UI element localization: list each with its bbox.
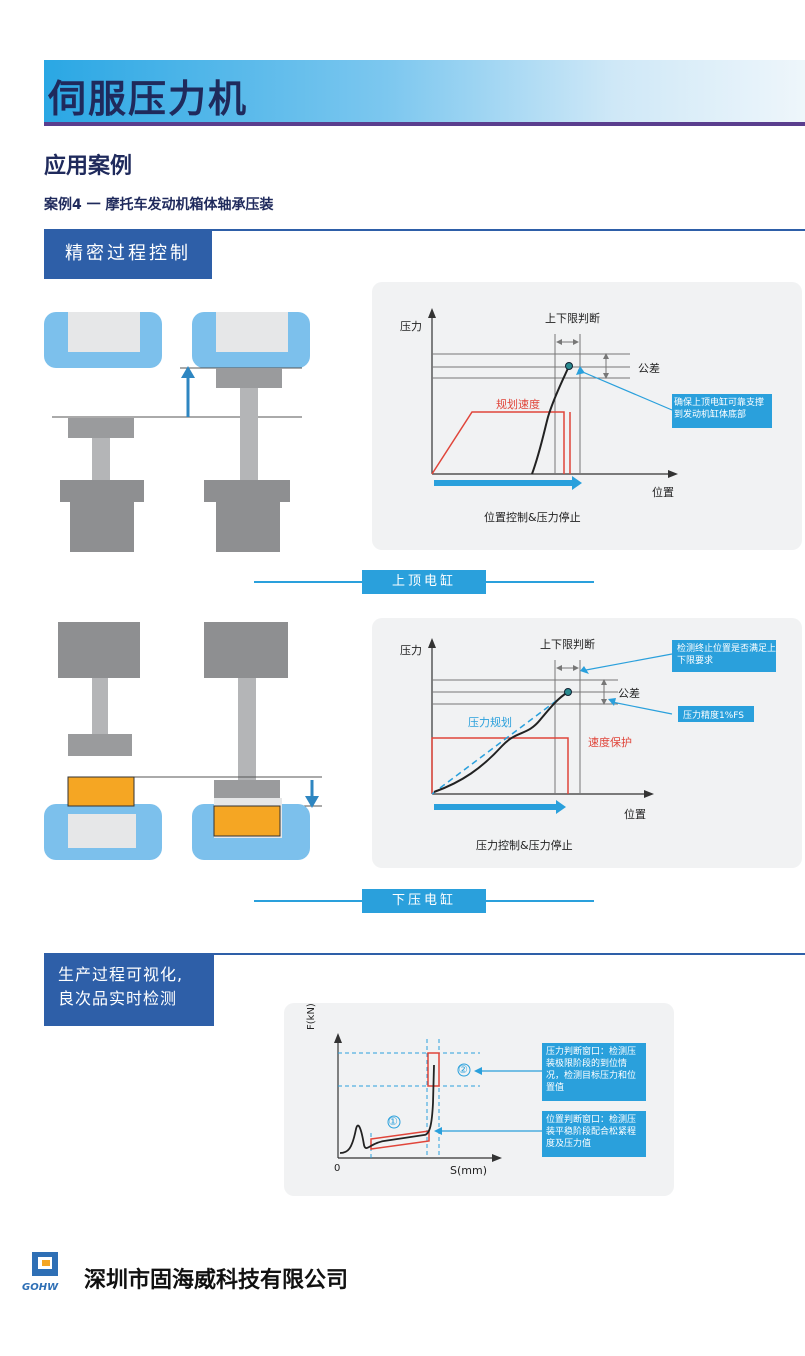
chart2-ylabel: 压力: [400, 644, 422, 657]
chart1-curve-label: 规划速度: [496, 398, 540, 411]
illustration-top-cylinder: [44, 312, 310, 552]
chart1-judge-label: 上下限判断: [545, 312, 600, 325]
section2-rule: [44, 953, 805, 955]
chart2-xlabel: 位置: [624, 808, 646, 821]
chart2-speed-label: 速度保护: [588, 736, 632, 749]
divider2-label: 下压电缸: [362, 889, 486, 913]
company-name: 深圳市固海威科技有限公司: [84, 1267, 349, 1293]
chart2-tolerance-label: 公差: [618, 687, 640, 700]
case-title: 案例4 一 摩托车发动机箱体轴承压装: [44, 197, 274, 213]
chart2-callout-mid: 压力精度1%FS: [683, 711, 745, 721]
page-title: 伺服压力机: [48, 77, 249, 121]
chart1-caption: 位置控制&压力停止: [484, 511, 581, 524]
chart1-ylabel: 压力: [400, 320, 422, 333]
chart1: [428, 308, 772, 490]
chart3-callout-bottom: 位置判断窗口：检测压装平稳阶段配合松紧程度及压力值: [546, 1115, 637, 1149]
illustration-press-cylinder: [44, 622, 322, 860]
chart3-marker2: ②: [458, 1063, 468, 1076]
chart2-judge-label: 上下限判断: [540, 638, 595, 651]
divider1-label: 上顶电缸: [362, 570, 486, 594]
chart3-marker1: ①: [388, 1115, 398, 1128]
chart3-xlabel: S(mm): [450, 1164, 487, 1177]
section1-label: 精密过程控制: [44, 229, 212, 279]
section2-label: 生产过程可视化, 良次品实时检测: [44, 953, 214, 1026]
chart2-caption: 压力控制&压力停止: [476, 839, 573, 852]
section2-line1: 生产过程可视化,: [58, 965, 184, 984]
chart2: [428, 638, 776, 814]
company-logo-icon: [32, 1252, 58, 1276]
section1-rule: [44, 229, 805, 231]
logo-text: GOHW: [22, 1282, 59, 1293]
header-banner: [44, 60, 805, 126]
chart2-plan-label: 压力规划: [468, 716, 512, 729]
chart1-callout: 确保上顶电缸可靠支撑到发动机缸体底部: [674, 398, 765, 420]
chart3-ylabel: F(kN): [306, 1003, 317, 1030]
chart3-callout-top: 压力判断窗口：检测压装极限阶段的到位情况，检测目标压力和位置值: [546, 1047, 637, 1093]
section-heading: 应用案例: [44, 154, 133, 179]
chart2-callout-top: 检测终止位置是否满足上下限要求: [677, 644, 777, 666]
chart3-origin: 0: [334, 1163, 341, 1174]
section2-line2: 良次品实时检测: [58, 989, 178, 1008]
chart1-xlabel: 位置: [652, 486, 674, 499]
chart3: [334, 1033, 646, 1162]
chart1-tolerance-label: 公差: [638, 362, 660, 375]
